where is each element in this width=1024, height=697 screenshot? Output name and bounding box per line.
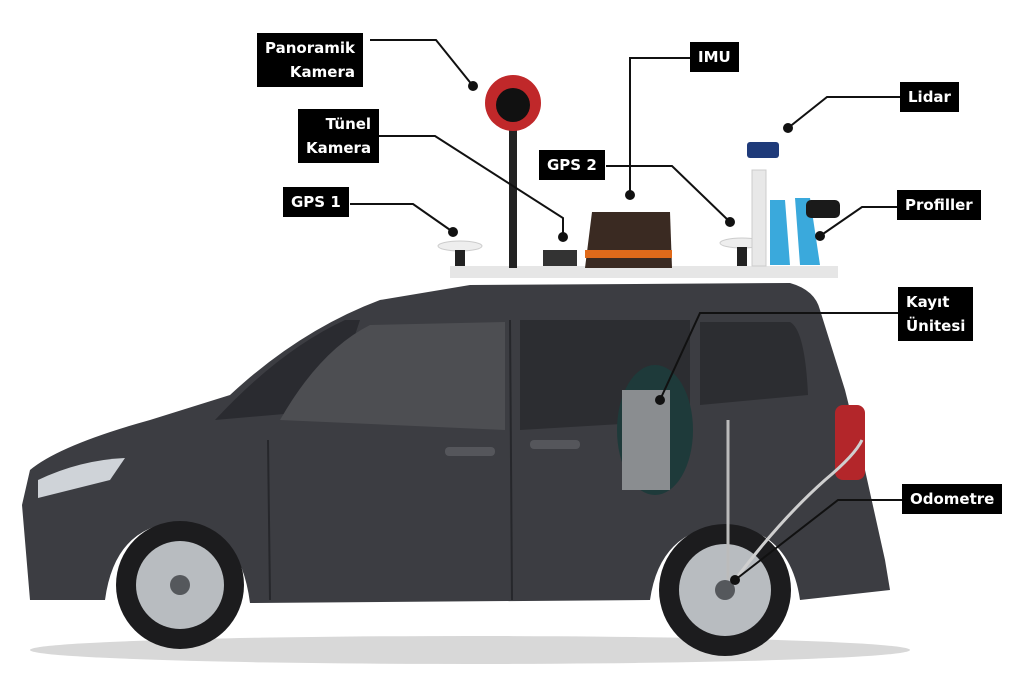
label-panoramic-camera: Panoramik Kamera — [257, 33, 363, 87]
label-line: Ünitesi — [906, 317, 966, 335]
side-window-1 — [280, 322, 505, 430]
leader-lines — [350, 39, 902, 581]
imu-box — [585, 212, 672, 268]
panoramic-camera — [485, 75, 541, 131]
label-tunnel-camera: Tünel Kamera — [298, 109, 380, 163]
label-line: Panoramik — [265, 39, 355, 57]
label-text: GPS 1 — [291, 193, 341, 211]
label-line: Kayıt — [906, 293, 950, 311]
lidar — [747, 142, 779, 158]
label-lidar: Lidar — [900, 82, 959, 112]
label-recording-unit: Kayıt Ünitesi — [898, 287, 974, 341]
label-text: IMU — [698, 48, 731, 66]
label-text: GPS 2 — [547, 156, 597, 174]
leader-dots — [448, 81, 825, 585]
label-profiler: Profiller — [897, 190, 981, 220]
label-odometer: Odometre — [902, 484, 1003, 514]
front-wheel — [116, 521, 244, 649]
taillight — [835, 405, 865, 480]
label-text: Odometre — [910, 490, 995, 508]
odometer-cable — [733, 439, 864, 581]
label-line: Kamera — [306, 139, 372, 157]
rear-window — [700, 322, 808, 405]
rear-wheel — [659, 524, 791, 656]
label-text: Profiller — [905, 196, 973, 214]
label-imu: IMU — [690, 42, 739, 72]
gps1-antenna — [437, 240, 483, 266]
roof-rack — [450, 266, 838, 278]
label-line: Tünel — [325, 115, 372, 133]
label-gps2: GPS 2 — [539, 150, 605, 180]
recording-unit — [622, 390, 670, 490]
label-gps1: GPS 1 — [283, 187, 349, 217]
tunnel-camera — [543, 250, 577, 266]
label-line: Kamera — [289, 63, 355, 81]
headlight — [38, 458, 125, 498]
label-text: Lidar — [908, 88, 951, 106]
